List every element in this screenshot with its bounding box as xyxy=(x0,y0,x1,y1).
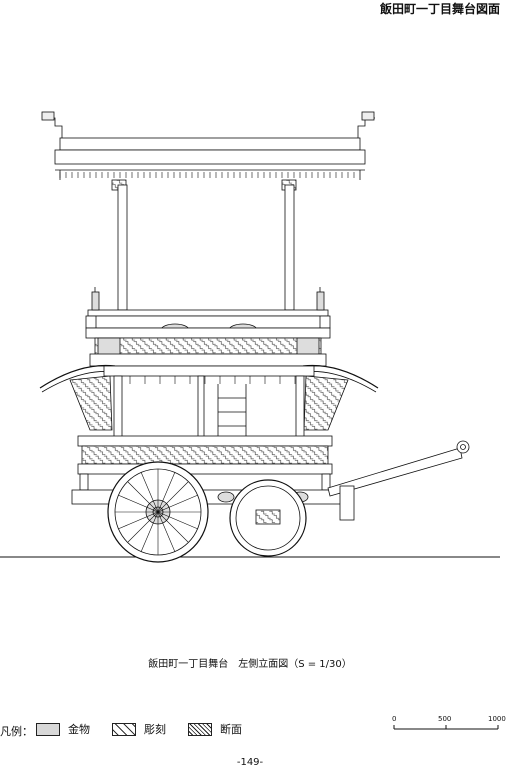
upper-pillars xyxy=(117,184,295,311)
page-number: -149- xyxy=(236,757,264,768)
legend-item-label: 断面 xyxy=(220,723,242,736)
scale-bar: 0 500 1000 xyxy=(392,715,506,745)
legend-item-metal: 金物 xyxy=(36,721,90,737)
scale-bar-graphic xyxy=(393,725,499,730)
scale-tick-label: 500 xyxy=(438,715,452,723)
scale-tick-label: 1000 xyxy=(488,715,506,723)
drawbar xyxy=(327,440,470,521)
front-wheel xyxy=(107,461,209,563)
rear-wheel xyxy=(229,479,307,557)
legend-item-section: 断面 xyxy=(188,721,242,737)
legend-label: 凡例： xyxy=(0,725,33,738)
drawing-caption: 飯田町一丁目舞台 左側立面図（S = 1/30） xyxy=(148,659,352,670)
legend-item-label: 彫刻 xyxy=(144,723,166,736)
roof xyxy=(41,111,375,191)
section-swatch-icon xyxy=(188,722,212,736)
legend-item-carving: 彫刻 xyxy=(112,721,166,737)
legend-item-label: 金物 xyxy=(68,723,90,736)
metal-swatch-icon xyxy=(36,722,60,736)
page-title: 飯田町一丁目舞台図面 xyxy=(379,2,500,16)
balcony xyxy=(85,287,331,367)
carving-swatch-icon xyxy=(112,722,136,736)
scale-tick-label: 0 xyxy=(392,715,397,723)
lower-structure xyxy=(77,365,333,491)
